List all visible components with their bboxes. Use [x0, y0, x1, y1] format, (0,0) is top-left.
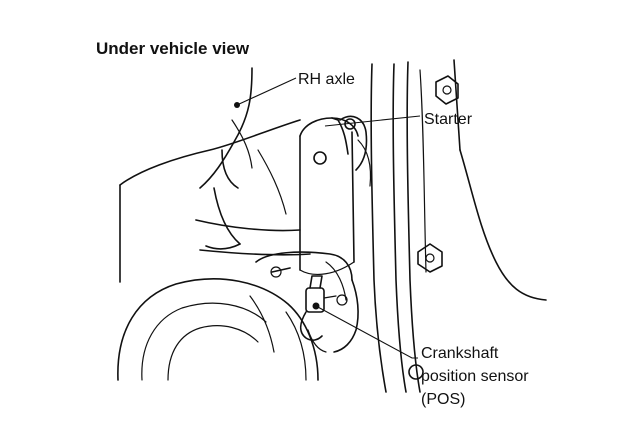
- bracket-drawing: [255, 251, 359, 353]
- callout-crankshaft-line-1: Crankshaft: [421, 345, 499, 362]
- figure-title: Under vehicle view: [96, 39, 250, 58]
- cv-boot-drawing: [117, 278, 319, 381]
- bolt-lower: [408, 364, 424, 380]
- callout-starter: Starter: [424, 111, 473, 128]
- starter-drawing: [299, 115, 372, 275]
- leader-lines: [234, 77, 421, 359]
- callout-crankshaft-line-3: (POS): [421, 391, 465, 408]
- callout-crankshaft-line-2: position sensor: [421, 368, 529, 385]
- bolt-middle: [417, 243, 443, 273]
- callout-rh-axle: RH axle: [298, 71, 355, 88]
- bolt-upper: [435, 75, 459, 105]
- rh-axle-drawing: [119, 67, 311, 283]
- engine-block-drawing: [370, 59, 547, 393]
- crankshaft-sensor-drawing: [299, 275, 337, 341]
